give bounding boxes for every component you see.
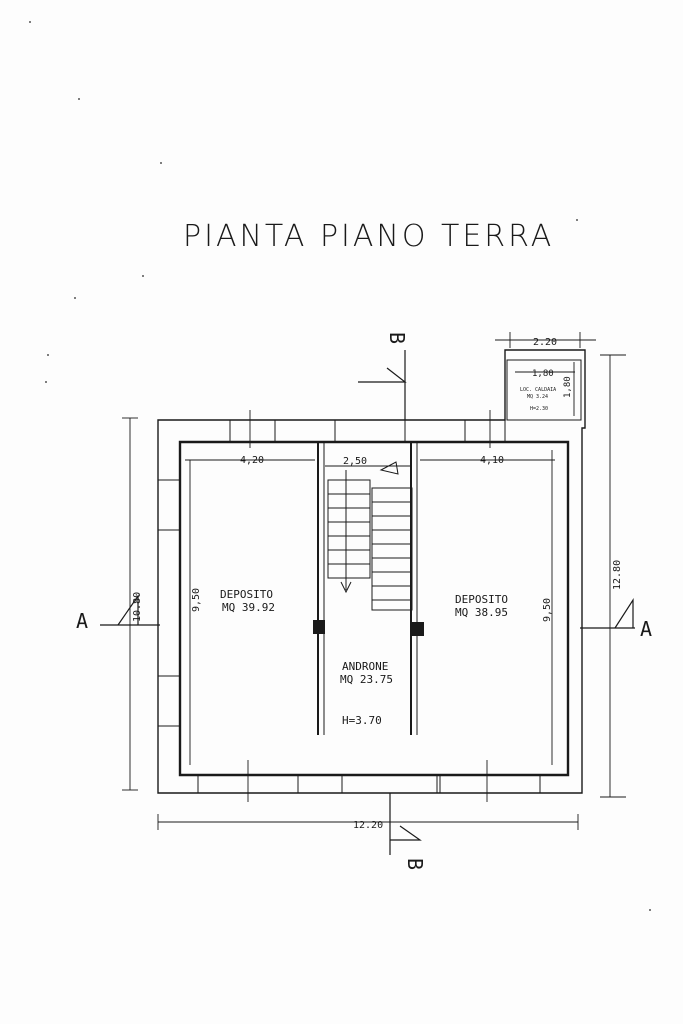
room-right-name: DEPOSITO	[455, 593, 508, 606]
plan-title: PIANTA PIANO TERRA	[183, 219, 554, 254]
room-center-area: MQ 23.75	[340, 673, 393, 686]
section-b-top: B	[385, 332, 409, 344]
room-left-area: MQ 39.92	[222, 601, 275, 614]
window-top-3	[464, 419, 506, 443]
dim-boiler-outer: 2.20	[533, 337, 557, 348]
room-right-area: MQ 38.95	[455, 606, 508, 619]
dim-width-center: 2,50	[343, 456, 367, 467]
boiler-room-height: H=2.30	[530, 406, 548, 412]
dim-overall-bottom: 12.20	[353, 820, 383, 831]
scan-noise	[29, 21, 651, 911]
dim-width-left: 4,20	[240, 455, 264, 466]
dim-depth-right: 9,50	[542, 598, 553, 622]
column-right	[412, 622, 424, 636]
section-b-bottom: B	[403, 858, 427, 870]
dim-width-right: 4,10	[480, 455, 504, 466]
dim-overall-left: 10.80	[132, 592, 143, 622]
door-bottom	[341, 774, 438, 794]
window-left-2	[157, 675, 181, 727]
section-a-left: A	[76, 609, 88, 633]
room-left-name: DEPOSITO	[220, 588, 273, 601]
section-a-right: A	[640, 617, 652, 641]
window-top-1	[229, 419, 276, 443]
room-center-height: H=3.70	[342, 714, 382, 727]
room-center-name: ANDRONE	[342, 660, 388, 673]
section-markers	[100, 350, 635, 855]
staircase	[327, 461, 413, 611]
dim-boiler-inner: 1,80	[532, 369, 554, 379]
boiler-room-outline	[506, 359, 582, 421]
inner-wall	[178, 440, 570, 777]
window-top-2	[334, 419, 406, 443]
window-bottom-2	[439, 774, 541, 794]
boiler-room-name: LOC. CALDAIA	[520, 387, 556, 393]
dim-overall-right: 12.80	[612, 560, 623, 590]
dim-boiler-side: 1,80	[563, 376, 573, 398]
outer-wall	[157, 349, 586, 794]
column-left	[313, 620, 325, 634]
dimension-lines	[122, 332, 626, 830]
dim-depth-left: 9,50	[191, 588, 202, 612]
boiler-room-area: MQ 3.24	[527, 394, 548, 400]
window-left-1	[157, 479, 181, 531]
